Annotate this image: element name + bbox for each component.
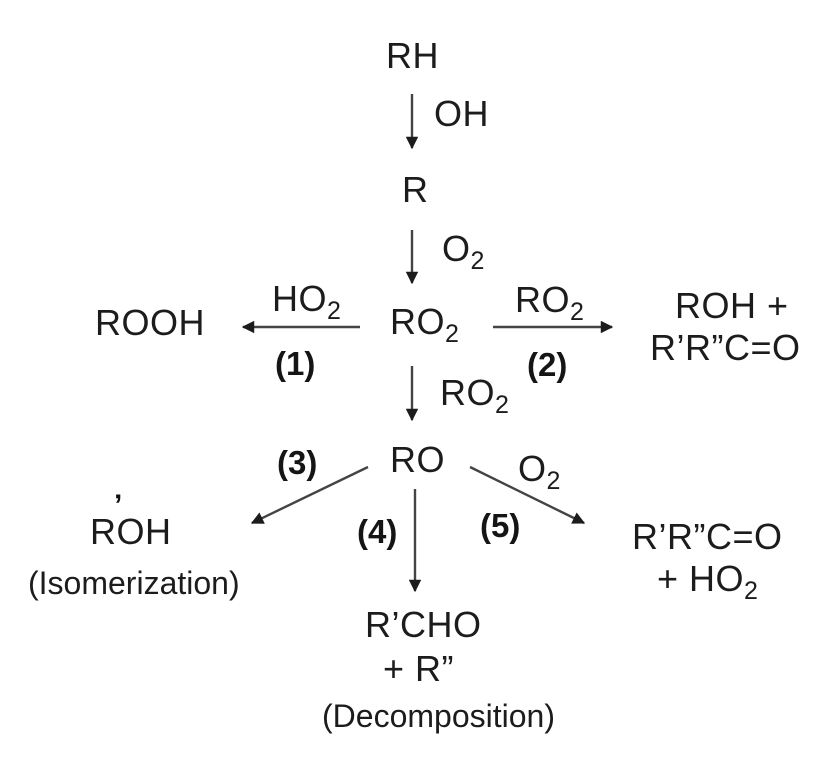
reagent-o2-right-subscript: 2 xyxy=(546,467,561,495)
reagent-ho2-label: HO2 xyxy=(272,281,341,324)
isomerization-note: (Isomerization) xyxy=(28,565,240,601)
species-ro: RO xyxy=(390,439,445,480)
reagent-o2-right-label: O2 xyxy=(518,451,560,494)
reagent-ro2-mid-subscript: 2 xyxy=(495,391,509,419)
species-plus-ho2: + HO2 xyxy=(657,561,758,604)
species-roh-prime-mark: ’ xyxy=(114,489,123,522)
species-rooh: ROOH xyxy=(95,302,205,343)
step-number-5: (5) xyxy=(480,507,521,544)
reagent-ro2-right-label: RO2 xyxy=(515,282,584,325)
reagent-o2-top-subscript: 2 xyxy=(470,247,485,275)
reagent-ro2-right-subscript: 2 xyxy=(570,298,584,326)
species-plus-ho2-base: + HO xyxy=(657,558,745,599)
species-roh-plus: ROH + xyxy=(675,285,789,326)
species-plus-ho2-subscript: 2 xyxy=(744,577,758,605)
species-rcho: R’CHO xyxy=(365,604,482,645)
arrow-ro-to-isomerization xyxy=(250,465,369,525)
decomposition-note: (Decomposition) xyxy=(322,698,555,734)
species-r: R xyxy=(402,169,429,210)
step-number-3: (3) xyxy=(277,444,318,481)
species-carbonyl-right: R’R”C=O xyxy=(650,327,801,368)
reagent-ho2-subscript: 2 xyxy=(327,297,341,325)
reagent-o2-right-base: O xyxy=(518,448,547,489)
species-roh-isomer: ROH xyxy=(90,511,172,552)
arrow-ro-to-carbonyl-ho2 xyxy=(469,465,586,525)
reagent-ro2-mid-base: RO xyxy=(440,372,495,413)
step-number-4: (4) xyxy=(357,513,398,550)
reagent-o2-top-base: O xyxy=(442,228,471,269)
reagent-ho2-base: HO xyxy=(272,278,327,319)
reagent-o2-top-label: O2 xyxy=(442,231,484,274)
reagent-ro2-mid-label: RO2 xyxy=(440,375,509,418)
species-ro2-base: RO xyxy=(390,301,445,342)
species-carbonyl-bottom: R’R”C=O xyxy=(632,516,783,557)
species-ro2: RO2 xyxy=(390,304,459,347)
reagent-oh-label: OH xyxy=(434,93,489,134)
reagent-ro2-right-base: RO xyxy=(515,279,570,320)
step-number-2: (2) xyxy=(527,346,568,383)
species-plus-r-doubleprime: + R” xyxy=(383,648,455,689)
species-rh: RH xyxy=(386,35,439,76)
step-number-1: (1) xyxy=(275,345,316,382)
species-ro2-subscript: 2 xyxy=(445,320,459,348)
